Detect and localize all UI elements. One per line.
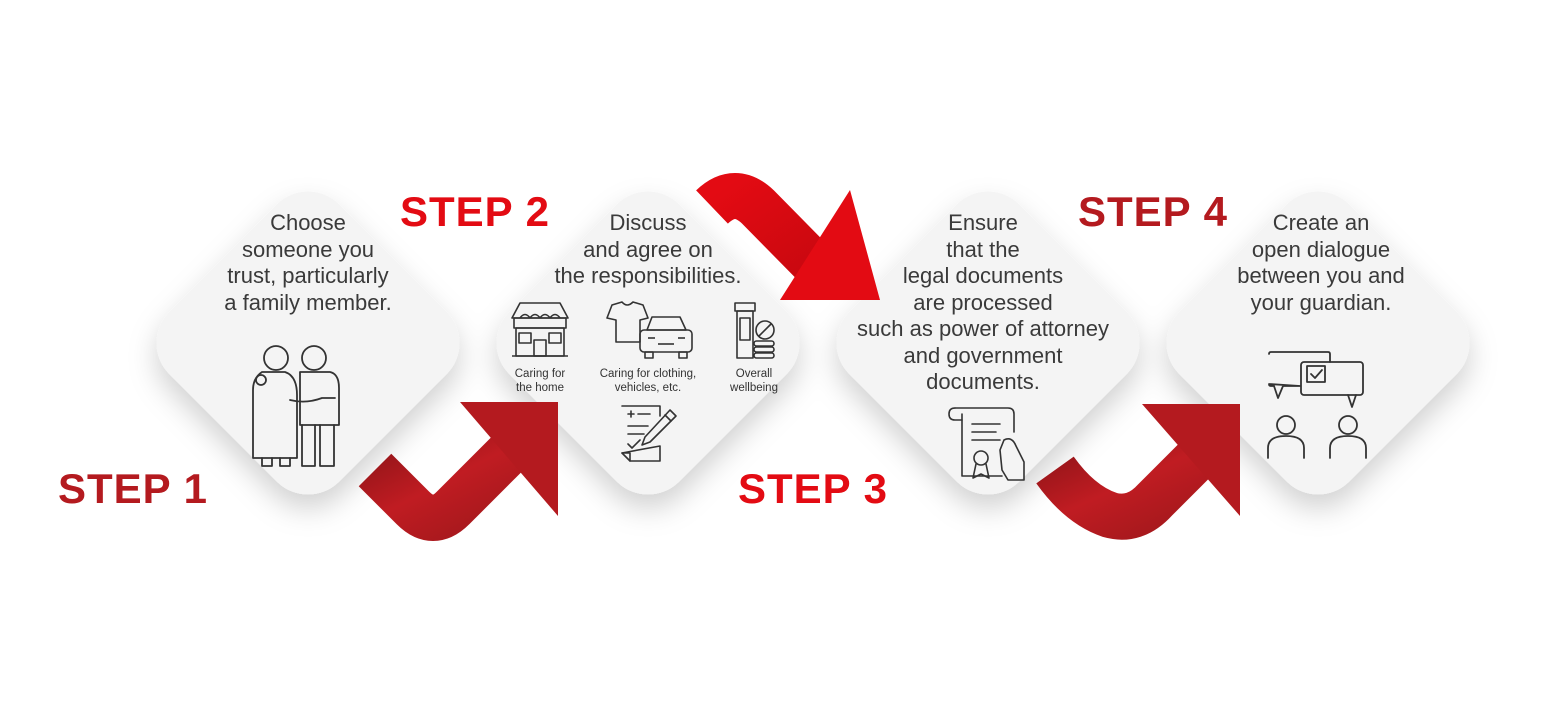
card-step-2: [496, 191, 800, 495]
step-3-label: STEP 3: [738, 465, 888, 512]
step-4-line: Create an: [1272, 210, 1370, 235]
medicine-icon: [734, 302, 775, 359]
step-1-label: STEP 1: [58, 465, 208, 512]
card-step-4: [1166, 191, 1470, 495]
sub-item-line: Caring for: [514, 368, 566, 380]
step-3-line: are processed: [913, 289, 1053, 315]
sub-item-line: wellbeing: [730, 382, 778, 394]
step-1-line: Choose: [270, 210, 346, 235]
step-4-line: open dialogue: [1251, 236, 1391, 262]
step-3-line: such as power of attorney: [857, 316, 1109, 341]
step-1-line: a family member.: [224, 289, 392, 315]
card-step-1: [156, 191, 460, 495]
step-4-line: your guardian.: [1250, 289, 1392, 315]
card-step-3: [836, 191, 1140, 495]
step-4-label: STEP 4: [1078, 188, 1228, 235]
step-4-description: Create an open dialogue between you and …: [1196, 210, 1446, 316]
checklist-pen-icon: [621, 405, 677, 462]
step-2-line: and agree on: [583, 236, 713, 262]
step-2-description: Discuss and agree on the responsibilitie…: [518, 210, 778, 290]
tshirt-car-icon: [606, 301, 693, 359]
step-3-line: Ensure: [948, 210, 1018, 235]
sub-item-clothing: Caring for clothing, vehicles, etc.: [583, 367, 713, 395]
step-2-line: Discuss: [609, 210, 687, 235]
cards: [156, 191, 1470, 495]
arrow-2-to-3: [696, 173, 880, 300]
dialogue-icon: [1267, 351, 1367, 459]
sub-item-line: Caring for clothing,: [599, 368, 697, 380]
arrow-3-to-4: [1036, 404, 1240, 540]
step-3-line: and government: [903, 342, 1063, 368]
step-1-line: someone you: [241, 236, 375, 262]
step-3-description: Ensure that the legal documents are proc…: [833, 210, 1133, 396]
step-3-line: that the: [946, 236, 1020, 262]
step-3-line: legal documents: [902, 263, 1064, 288]
legal-document-icon: [948, 407, 1025, 481]
step-4-line: between you and: [1237, 263, 1405, 288]
sub-item-line: the home: [516, 382, 564, 394]
elderly-couple-icon: [252, 345, 340, 467]
sub-item-wellbeing: Overall wellbeing: [714, 367, 794, 395]
sub-item-line: vehicles, etc.: [614, 382, 682, 394]
step-2-line: the responsibilities.: [554, 263, 742, 288]
sub-item-home: Caring for the home: [495, 367, 585, 395]
step-2-label: STEP 2: [400, 188, 550, 235]
arrow-1-to-2: [358, 402, 558, 541]
sub-item-line: Overall: [735, 368, 773, 380]
step-1-description: Choose someone you trust, particularly a…: [183, 210, 433, 316]
house-icon: [511, 302, 569, 357]
step-3-line: documents.: [926, 369, 1040, 394]
step-1-line: trust, particularly: [227, 263, 389, 288]
